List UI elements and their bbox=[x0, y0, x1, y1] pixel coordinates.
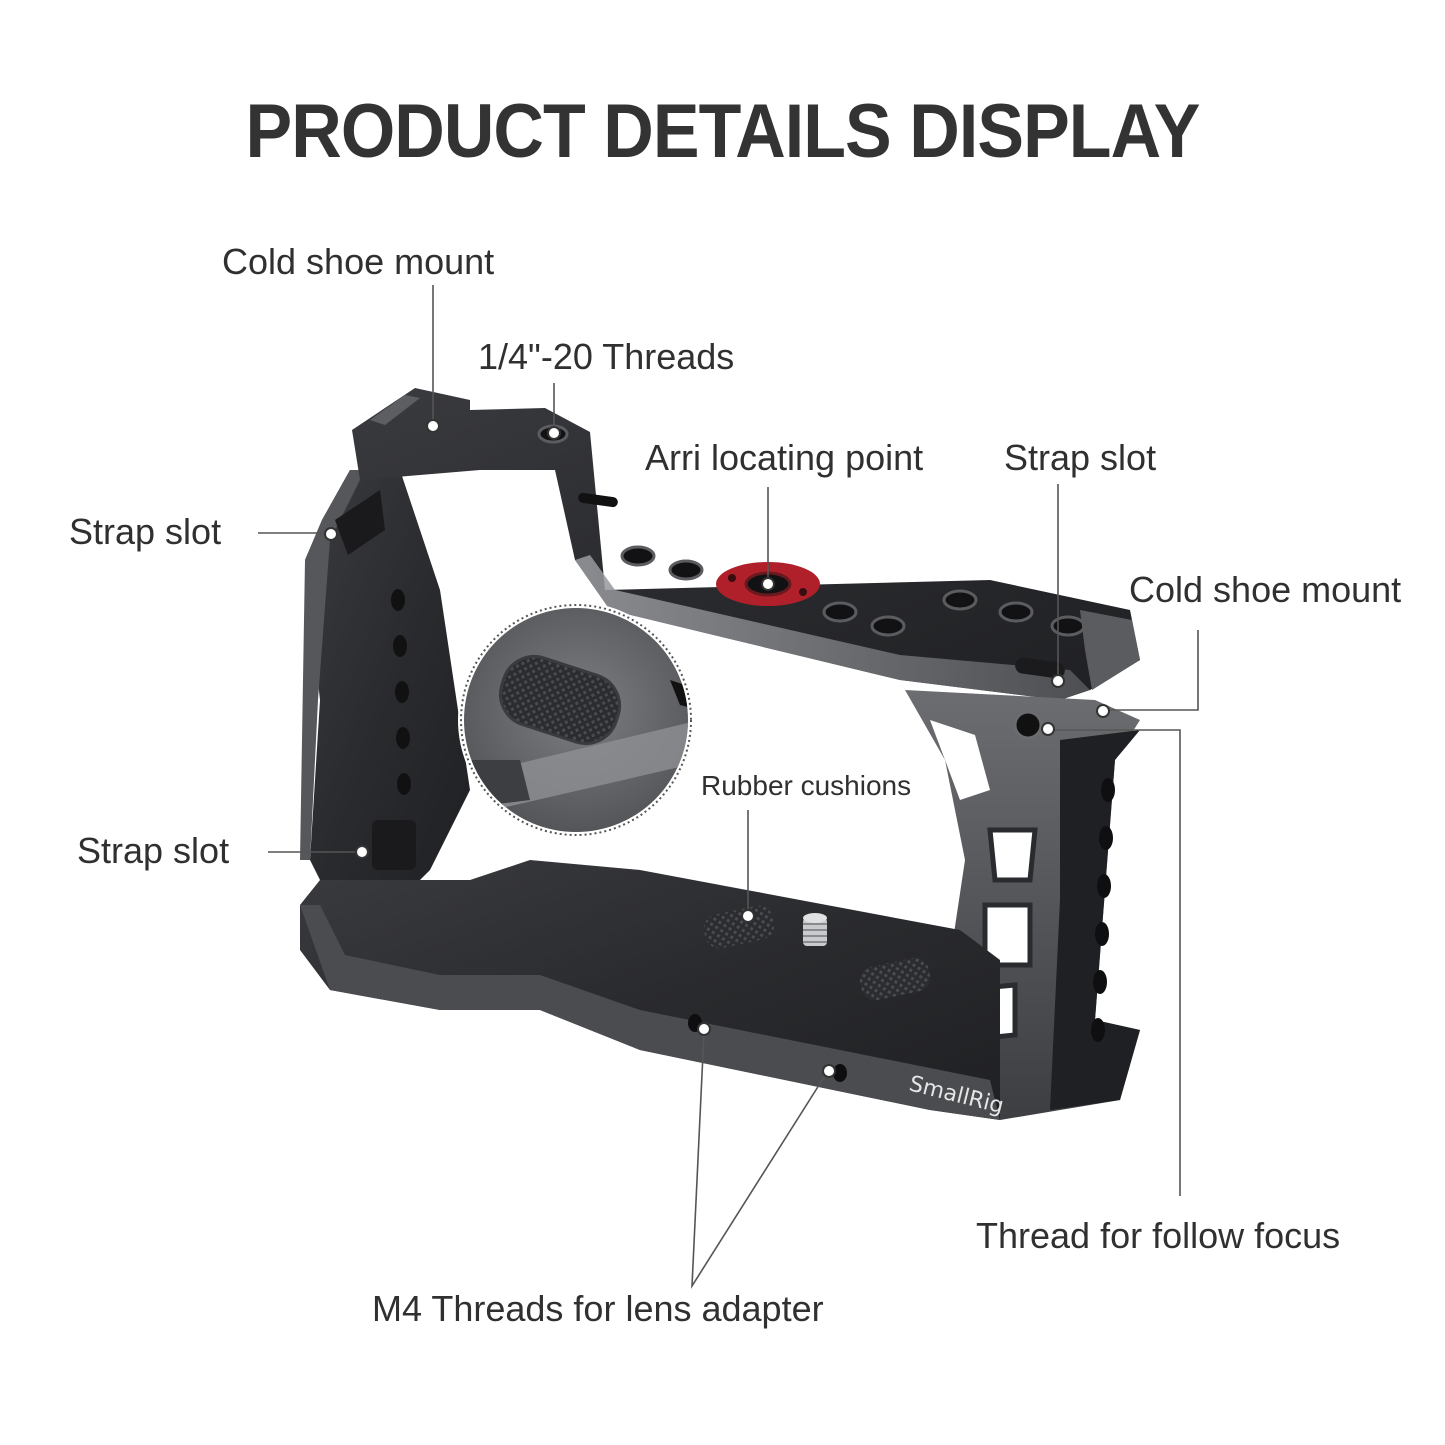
label-thread-follow-focus: Thread for follow focus bbox=[976, 1215, 1341, 1256]
bottom-plate: SmallRig bbox=[300, 860, 1006, 1120]
label-strap-slot-left-upper: Strap slot bbox=[69, 511, 222, 552]
rubber-cushion bbox=[859, 957, 931, 1001]
rubber-cushion bbox=[703, 905, 775, 949]
label-strap-slot-top-right: Strap slot bbox=[1004, 437, 1157, 478]
marker-strap-slot-left-upper bbox=[324, 527, 338, 541]
marker-thread-follow-focus bbox=[1041, 722, 1055, 736]
label-arri-locating-point: Arri locating point bbox=[645, 437, 924, 478]
marker-strap-slot-top-right bbox=[1051, 674, 1065, 688]
label-strap-slot-left-lower: Strap slot bbox=[77, 830, 230, 871]
label-cold-shoe-mount-top: Cold shoe mount bbox=[222, 241, 495, 282]
callout-markers bbox=[324, 419, 1110, 1078]
marker-quarter-20-threads bbox=[547, 426, 561, 440]
leader-lines bbox=[258, 285, 1199, 1289]
magnified-inset-rubber-cushion bbox=[458, 602, 694, 838]
label-m4-threads: M4 Threads for lens adapter bbox=[372, 1288, 824, 1329]
marker-rubber-cushions bbox=[741, 909, 755, 923]
top-plate bbox=[352, 388, 1140, 700]
marker-m4-thread-a bbox=[697, 1022, 711, 1036]
marker-strap-slot-left-lower bbox=[355, 845, 369, 859]
label-cold-shoe-mount-right: Cold shoe mount bbox=[1129, 569, 1402, 610]
marker-cold-shoe-top-left bbox=[426, 419, 440, 433]
marker-arri-locating-point bbox=[761, 577, 775, 591]
left-grip-plate bbox=[300, 470, 470, 900]
label-quarter-20-threads: 1/4"-20 Threads bbox=[478, 336, 735, 377]
page-title: PRODUCT DETAILS DISPLAY bbox=[245, 89, 1201, 174]
marker-cold-shoe-right bbox=[1096, 704, 1110, 718]
marker-m4-thread-b bbox=[822, 1064, 836, 1078]
label-rubber-cushions: Rubber cushions bbox=[701, 770, 912, 801]
